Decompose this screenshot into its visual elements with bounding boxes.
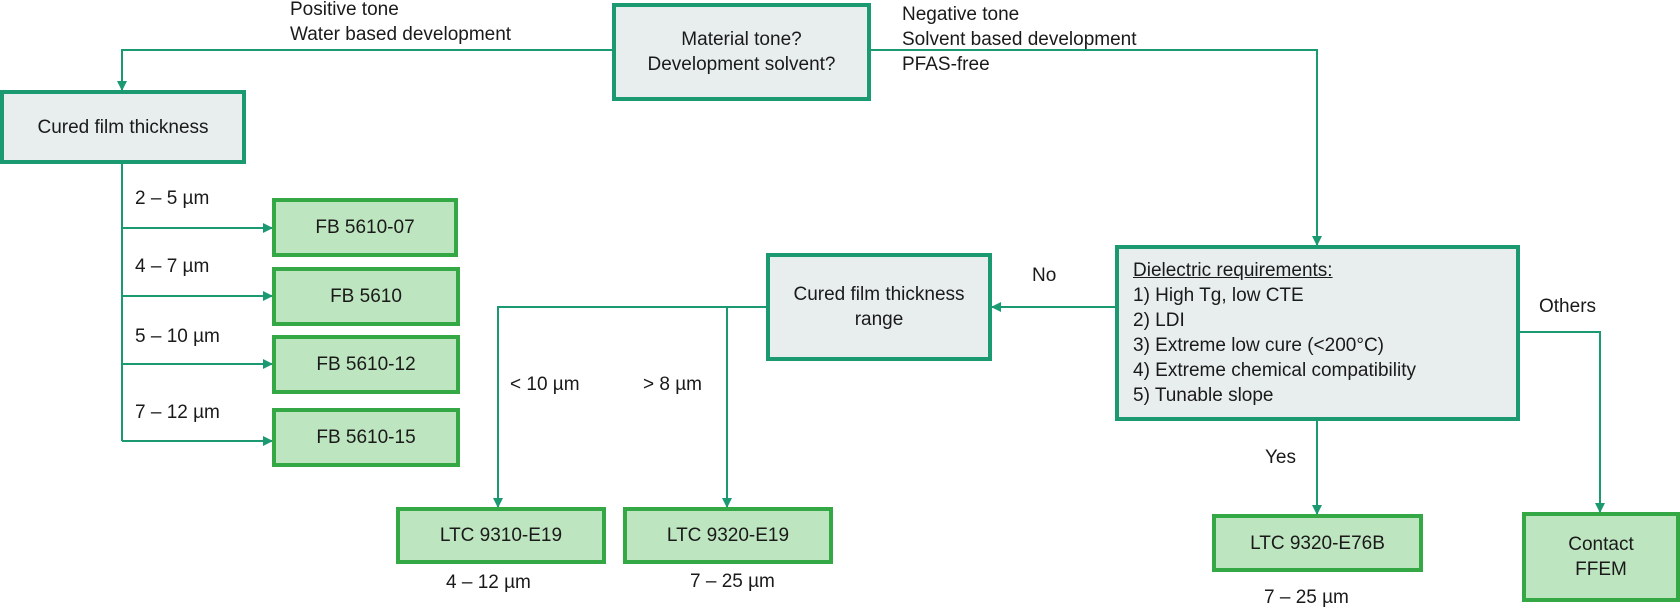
solvent-development-text: Solvent based development: [902, 29, 1137, 50]
requirement-1: 1) High Tg, low CTE: [1133, 285, 1304, 306]
product-ltc9320-e76b: LTC 9320-E76B: [1212, 514, 1423, 572]
range-label-5-10: 5 – 10 µm: [135, 326, 220, 347]
water-development-text: Water based development: [290, 24, 512, 45]
requirement-2: 2) LDI: [1133, 310, 1185, 331]
thickness-range-line-2: range: [854, 309, 904, 330]
material-tone-question-box: Material tone? Development solvent?: [612, 3, 871, 101]
cured-film-thickness-box: Cured film thickness: [0, 90, 246, 164]
product-fb5610-name: FB 5610: [330, 286, 402, 307]
connector-negative-tone: [870, 49, 1322, 246]
range-label-2-5: 2 – 5 µm: [135, 188, 210, 209]
product-ltc9320-e76b-name: LTC 9320-E76B: [1250, 532, 1385, 554]
requirement-5: 5) Tunable slope: [1133, 385, 1274, 406]
thickness-range-line-1: Cured film thickness: [793, 284, 965, 305]
branch-label-gt8: > 8 µm: [643, 374, 702, 395]
connector-others: [1519, 331, 1605, 513]
ltc9320-range: 7 – 25 µm: [690, 571, 775, 592]
dielectric-requirements-box: Dielectric requirements: 1) High Tg, low…: [1115, 245, 1520, 421]
cured-film-thickness-text: Cured film thickness: [37, 116, 209, 138]
connector-lt10: [493, 306, 766, 508]
product-fb5610-07-name: FB 5610-07: [315, 217, 415, 238]
negative-tone-text: Negative tone: [902, 4, 1020, 25]
product-fb5610-07: FB 5610-07: [272, 198, 458, 257]
product-fb5610: FB 5610: [272, 267, 460, 326]
product-ltc9310-e19-name: LTC 9310-E19: [439, 525, 563, 546]
product-ltc9320-e19-name: LTC 9320-E19: [666, 525, 790, 546]
no-label: No: [1032, 265, 1057, 286]
negative-tone-label: Negative tone Solvent based development …: [902, 2, 1137, 77]
branch-label-lt10: < 10 µm: [510, 374, 580, 395]
range-label-4-7: 4 – 7 µm: [135, 256, 210, 277]
range-label-7-12: 7 – 12 µm: [135, 402, 220, 423]
product-fb5610-15: FB 5610-15: [272, 408, 460, 467]
dielectric-heading: Dielectric requirements:: [1133, 260, 1333, 281]
ltc9320b-range: 7 – 25 µm: [1264, 587, 1349, 608]
others-label: Others: [1539, 296, 1597, 317]
product-fb5610-12: FB 5610-12: [272, 335, 460, 394]
ltc9310-range: 4 – 12 µm: [446, 572, 531, 593]
product-fb5610-12-name: FB 5610-12: [316, 354, 416, 375]
positive-tone-text: Positive tone: [290, 0, 399, 20]
pfas-free-text: PFAS-free: [902, 54, 990, 75]
contact-line-1: Contact: [1568, 534, 1634, 555]
question-line-2: Development solvent?: [647, 54, 836, 75]
requirement-4: 4) Extreme chemical compatibility: [1133, 360, 1416, 381]
thickness-range-box: Cured film thickness range: [766, 253, 992, 361]
requirement-3: 3) Extreme low cure (<200°C): [1133, 335, 1384, 356]
contact-ffem-box: Contact FFEM: [1522, 512, 1680, 602]
positive-tone-label: Positive tone Water based development: [290, 0, 511, 47]
product-fb5610-15-name: FB 5610-15: [316, 427, 416, 448]
contact-line-2: FFEM: [1575, 559, 1627, 580]
yes-label: Yes: [1265, 447, 1296, 468]
question-line-1: Material tone?: [681, 29, 802, 50]
product-ltc9310-e19: LTC 9310-E19: [396, 507, 606, 564]
product-ltc9320-e19: LTC 9320-E19: [623, 507, 833, 564]
connector-positive-tone: [117, 49, 612, 91]
